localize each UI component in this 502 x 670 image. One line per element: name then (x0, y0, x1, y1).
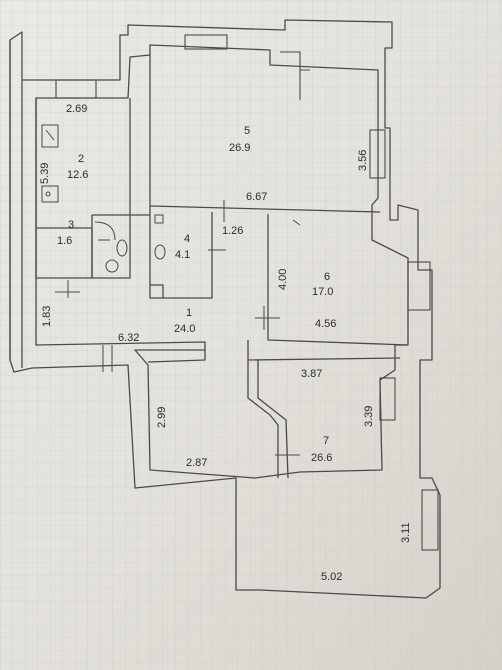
dim-4-00: 4.00 (277, 269, 289, 290)
room-2-area: 12.6 (67, 169, 88, 181)
wall-room-7-inner (257, 360, 289, 479)
outer-wall-left (9, 19, 441, 599)
dim-5-02: 5.02 (321, 571, 342, 583)
dim-2-99: 2.99 (156, 407, 168, 428)
dim-1-83: 1.83 (41, 306, 53, 327)
stove-mark (45, 129, 55, 141)
wall-room-2 (35, 98, 131, 279)
door-swing-icon (94, 221, 116, 241)
fixtures (41, 124, 166, 273)
dim-3-56: 3.56 (357, 150, 369, 171)
room-4-area: 4.1 (175, 249, 190, 261)
dim-2-69: 2.69 (66, 103, 87, 115)
room-1-area: 24.0 (174, 323, 195, 335)
dim-4-56: 4.56 (315, 318, 336, 330)
dim-6-67: 6.67 (246, 191, 267, 203)
windows (55, 34, 439, 551)
stove-icon (41, 124, 59, 148)
dim-5-39: 5.39 (39, 163, 51, 184)
sink-drain-icon (45, 191, 51, 197)
window-room-5-top (184, 34, 228, 50)
dim-3-11: 3.11 (400, 522, 412, 543)
dim-3-39: 3.39 (363, 406, 375, 427)
sink-icon (41, 185, 59, 203)
window-room-2 (55, 79, 97, 99)
dim-6-32: 6.32 (118, 332, 139, 344)
room-3-number: 3 (68, 219, 74, 231)
window-room-5-side (369, 129, 386, 179)
room-6-area: 17.0 (312, 286, 333, 298)
door-mark (292, 219, 301, 226)
room-5-area: 26.9 (229, 142, 250, 154)
wall-bath (91, 214, 130, 278)
window-room-7-upper (379, 377, 396, 421)
toilet-icon (105, 259, 119, 273)
wall-room-7-left (247, 360, 279, 478)
room-7-area: 26.6 (311, 452, 332, 464)
door-marks (55, 200, 301, 456)
window-room-6 (407, 261, 431, 311)
wall-room-4 (149, 206, 213, 299)
room-4-number: 4 (184, 233, 190, 245)
balcony-wall (280, 51, 310, 100)
room-7-number: 7 (323, 435, 329, 447)
room-2-number: 2 (78, 153, 84, 165)
wall-corridor (147, 350, 206, 363)
room-6-number: 6 (324, 271, 330, 283)
room-3-area: 1.6 (57, 235, 72, 247)
dim-2-87: 2.87 (186, 457, 207, 469)
window-room-7-lower (421, 489, 439, 551)
dim-3-87: 3.87 (301, 368, 322, 380)
dim-1-26: 1.26 (222, 225, 243, 237)
room-1-number: 1 (186, 307, 192, 319)
room-5-number: 5 (244, 125, 250, 137)
toilet-room4-icon (154, 244, 166, 260)
wall-room-4-inner (130, 214, 164, 298)
wall-left-thick (9, 40, 23, 368)
washbasin-icon (116, 239, 128, 257)
small-fixture-icon (154, 214, 164, 224)
